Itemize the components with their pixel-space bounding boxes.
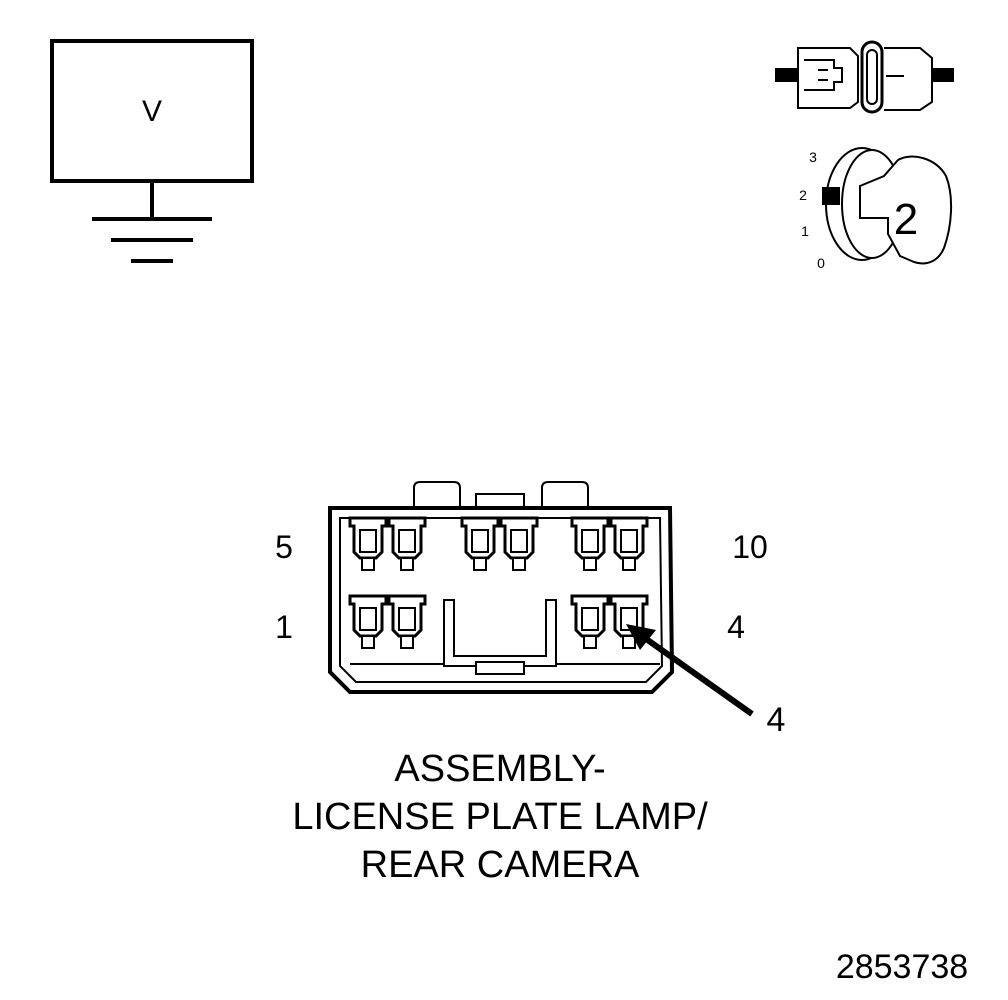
callout-arrow-icon <box>626 624 754 717</box>
selected-position-label: 2 <box>894 195 918 244</box>
terminal-cavity <box>348 516 388 571</box>
terminal-cavity <box>499 516 539 571</box>
pin-label-4: 4 <box>727 609 745 645</box>
position-2-label: 2 <box>799 187 807 203</box>
position-1-label: 1 <box>801 223 809 239</box>
connector-disconnect-icon <box>775 40 954 114</box>
terminal-group <box>348 516 649 649</box>
title-line-2: LICENSE PLATE LAMP/ <box>292 796 708 838</box>
terminal-cavity <box>387 594 427 649</box>
connector-face <box>328 481 675 694</box>
position-marker-icon <box>822 187 840 205</box>
terminal-cavity <box>570 516 610 571</box>
terminal-cavity <box>387 516 427 571</box>
pin-label-5: 5 <box>275 529 293 565</box>
pin-label-1: 1 <box>275 609 293 645</box>
voltmeter-symbol: V <box>50 39 254 263</box>
callout-pin-label: 4 <box>767 701 786 739</box>
terminal-cavity <box>348 594 388 649</box>
meter-box <box>50 39 254 183</box>
ignition-key-icon: 2 3 2 1 0 <box>799 147 953 271</box>
title-line-1: ASSEMBLY- <box>394 748 605 790</box>
pin-label-10: 10 <box>732 529 768 565</box>
terminal-cavity <box>570 594 610 649</box>
ground-icon <box>92 181 212 263</box>
position-3-label: 3 <box>809 149 817 165</box>
position-0-label: 0 <box>817 255 825 271</box>
title-line-3: REAR CAMERA <box>361 844 640 886</box>
terminal-cavity <box>609 594 649 649</box>
meter-label: V <box>142 95 162 128</box>
terminal-cavity <box>460 516 500 571</box>
figure-id: 2853738 <box>836 948 968 986</box>
terminal-cavity <box>609 516 649 571</box>
